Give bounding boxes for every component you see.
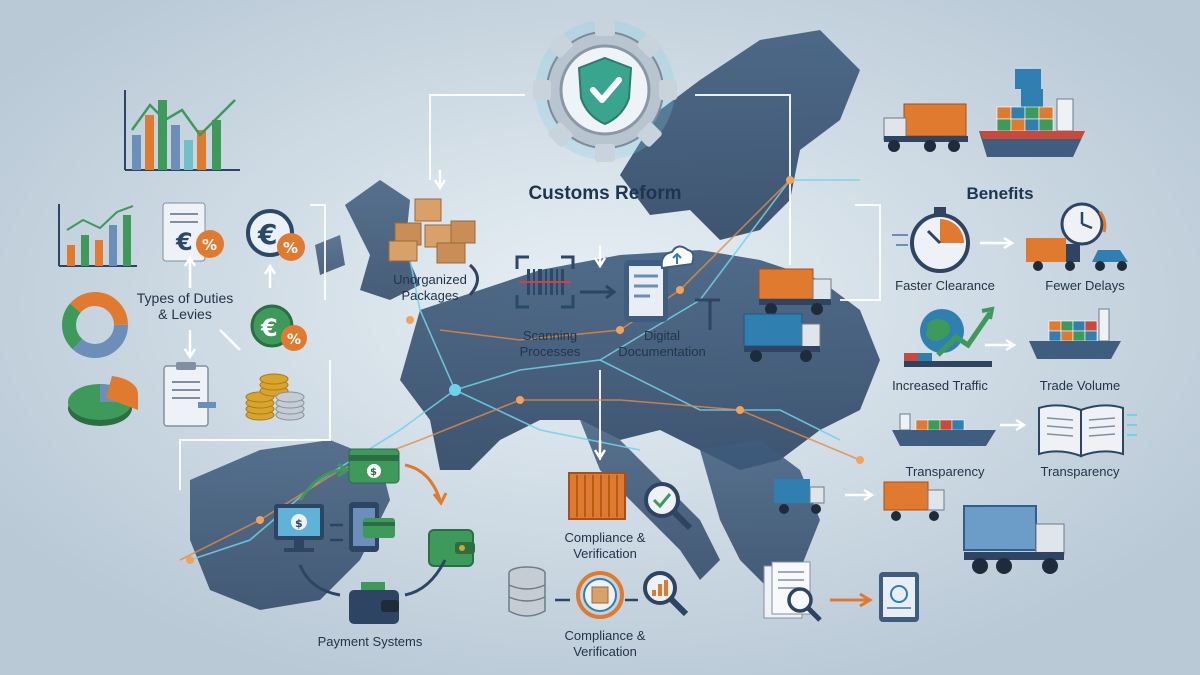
clipboard-icon — [163, 362, 216, 427]
label-compliance-verification-1: Compliance & Verification — [564, 530, 646, 561]
ship-transparency-icon — [892, 413, 996, 446]
magnifier-icon — [643, 571, 689, 617]
globe-growth-icon — [904, 306, 995, 367]
bar-chart-icon — [124, 90, 240, 171]
delivery-truck-icon — [883, 103, 968, 152]
credit-card-icon: $ — [348, 448, 400, 484]
svg-text:€: € — [175, 228, 193, 256]
label-fewer-delays: Fewer Delays — [1045, 278, 1125, 293]
label-trade-volume: Trade Volume — [1039, 378, 1121, 393]
svg-text:$: $ — [295, 517, 303, 530]
gear-shield-check-icon — [533, 18, 677, 162]
wallet-icon — [428, 529, 475, 567]
document-euro-icon: € % — [162, 202, 224, 262]
container-ship-icon — [1029, 308, 1121, 359]
label-types-of-duties: Types of Duties & Levies — [136, 290, 234, 322]
diagram-title: Customs Reform — [528, 183, 682, 204]
target-box-icon — [576, 571, 624, 619]
label-scanning-processes: Scanning Processes — [519, 328, 581, 359]
pie-chart-icon — [68, 376, 139, 426]
tablet-cloud-icon — [624, 245, 695, 322]
label-unorganized-packages: Unorganized Packages — [393, 272, 467, 303]
british-isles — [345, 180, 420, 300]
clock-truck-icon — [1026, 202, 1128, 271]
truck-small-blue-icon — [774, 479, 825, 514]
mobile-payment-icon — [349, 502, 395, 552]
truck-small-orange-icon — [883, 481, 945, 521]
label-transparency-1: Transparency — [905, 464, 985, 479]
label-digital-documentation: Digital Documentation — [618, 328, 706, 359]
container-icon — [568, 472, 626, 520]
svg-text:%: % — [287, 332, 301, 348]
label-increased-traffic: Increased Traffic — [892, 378, 988, 393]
label-compliance-verification-2: Compliance & Verification — [564, 628, 646, 659]
truck-orange-icon — [758, 268, 832, 315]
database-icon — [508, 566, 546, 617]
scandinavia-landmass — [620, 30, 860, 240]
coins-icon — [245, 373, 305, 421]
donut-chart-icon — [62, 292, 128, 358]
monitor-icon: $ — [274, 504, 324, 552]
label-payment-systems: Payment Systems — [317, 634, 423, 649]
magnifier-check-icon — [644, 482, 693, 531]
documents-search-icon — [763, 561, 822, 622]
svg-text:$: $ — [370, 467, 377, 478]
svg-text:€: € — [260, 314, 278, 342]
svg-text:%: % — [202, 236, 217, 254]
balkan-peninsula — [700, 440, 820, 590]
svg-text:%: % — [283, 239, 298, 257]
tablet-document-icon — [879, 572, 919, 622]
book-icon — [1038, 404, 1137, 458]
euro-coin-icon: € % — [250, 304, 307, 351]
packages-icon — [388, 198, 476, 264]
euro-percent-icon: € % — [246, 209, 305, 261]
label-transparency-2: Transparency — [1040, 464, 1120, 479]
wallet-bottom-icon — [349, 582, 399, 624]
stopwatch-icon — [892, 207, 970, 273]
truck-large-blue-icon — [963, 505, 1065, 574]
barcode-scanner-icon — [515, 255, 575, 309]
cargo-ship-icon — [979, 69, 1085, 157]
label-faster-clearance: Faster Clearance — [895, 278, 995, 293]
small-bar-chart-icon — [58, 204, 137, 267]
benefits-heading: Benefits — [966, 184, 1034, 203]
svg-text:€: € — [257, 218, 277, 251]
truck-blue-icon — [743, 313, 821, 362]
